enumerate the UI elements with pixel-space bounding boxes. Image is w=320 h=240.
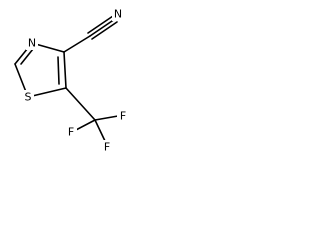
bond-cf3-f-bottom bbox=[94, 119, 106, 142]
atom-label-ring-s: S bbox=[25, 91, 32, 104]
bond-cn-triple-3 bbox=[91, 21, 118, 40]
bond-c5-s1 bbox=[27, 87, 67, 98]
bond-c5-cf3 bbox=[65, 87, 96, 121]
atom-f-bottom: F bbox=[101, 140, 113, 154]
atom-label-f-right: F bbox=[120, 110, 126, 123]
atom-nitrile-n: N bbox=[112, 7, 124, 21]
atom-label-f-bottom: F bbox=[104, 141, 110, 154]
atom-f-left: F bbox=[65, 125, 77, 139]
bond-cf3-f-right bbox=[94, 115, 119, 121]
bond-cn-triple-2 bbox=[87, 15, 114, 34]
atom-ring-s: S bbox=[22, 90, 34, 104]
bond-c2-n3-inner bbox=[20, 48, 34, 65]
bond-cf3-f-left bbox=[73, 119, 96, 132]
atom-label-f-left: F bbox=[68, 126, 74, 139]
atom-label-ring-n: N bbox=[28, 37, 36, 50]
atom-label-nitrile-n: N bbox=[114, 8, 122, 21]
bond-c4-cn bbox=[63, 35, 91, 53]
atom-ring-n: N bbox=[26, 36, 38, 50]
bond-c4-c5-inner bbox=[57, 56, 60, 85]
structure-diagram: N N S F F F bbox=[14, 7, 129, 154]
bond-cn-triple-1 bbox=[89, 18, 116, 37]
bond-c4-c5 bbox=[63, 51, 67, 89]
atom-f-right: F bbox=[117, 109, 129, 123]
